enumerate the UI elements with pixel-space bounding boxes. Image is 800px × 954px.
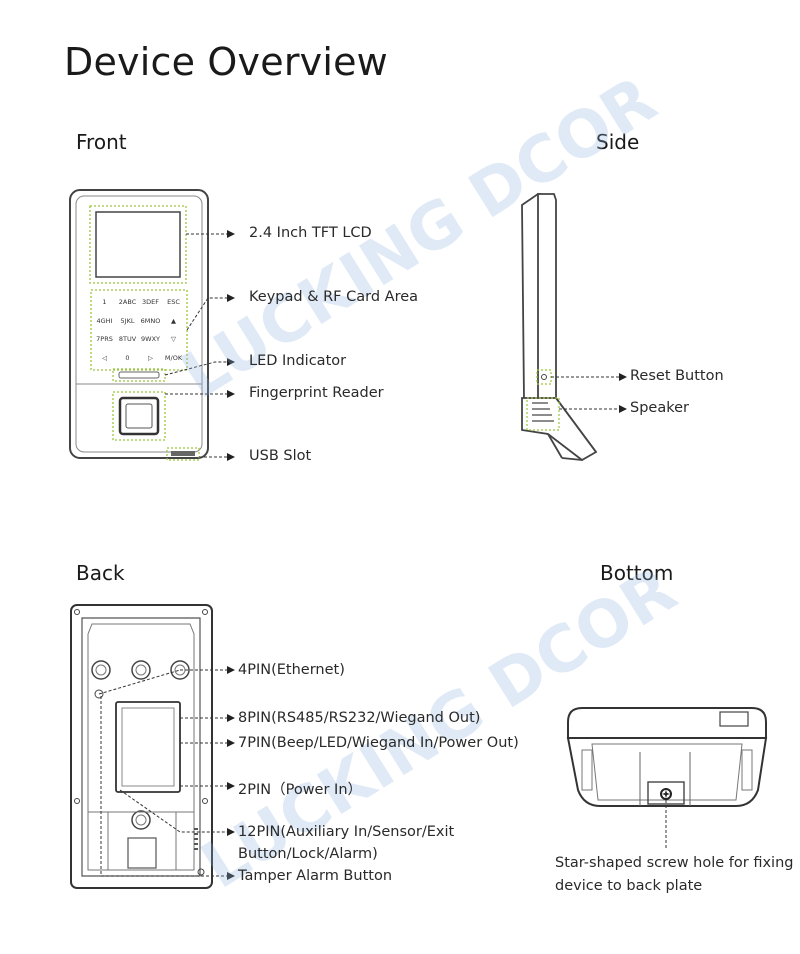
key: ESC: [167, 298, 180, 307]
key: 0: [125, 353, 130, 362]
key: 4GHI: [96, 316, 113, 325]
key: ▷: [148, 353, 153, 362]
section-title-bottom: Bottom: [600, 561, 674, 585]
label-4pin: 4PIN(Ethernet): [238, 662, 345, 678]
label-usb-slot: USB Slot: [249, 448, 312, 464]
key: 3DEF: [142, 298, 159, 307]
label-8pin: 8PIN(RS485/RS232/Wiegand Out): [238, 710, 481, 726]
bottom-caption-line2: device to back plate: [555, 878, 703, 894]
keypad: 1 2ABC 3DEF ESC 4GHI 5JKL 6MNO ▲ 7PRS 8T…: [93, 293, 185, 367]
label-keypad: Keypad & RF Card Area: [249, 289, 419, 305]
key: ◁: [102, 353, 107, 362]
label-12pin-line1: 12PIN(Auxiliary In/Sensor/Exit: [238, 824, 455, 840]
key: 9WXY: [141, 335, 160, 344]
label-tamper-alarm: Tamper Alarm Button: [238, 868, 393, 884]
bottom-caption-line1: Star-shaped screw hole for fixing: [555, 855, 794, 871]
key: ▽: [171, 335, 176, 344]
label-12pin-line2: Button/Lock/Alarm): [238, 846, 378, 862]
label-2pin: 2PIN（Power In）: [238, 782, 363, 798]
label-7pin: 7PIN(Beep/LED/Wiegand In/Power Out): [238, 735, 519, 751]
key: 8TUV: [118, 335, 137, 344]
section-title-front: Front: [76, 130, 127, 154]
label-fingerprint-reader: Fingerprint Reader: [249, 385, 384, 401]
section-title-side: Side: [596, 130, 640, 154]
label-led-indicator: LED Indicator: [249, 353, 347, 369]
page-title: Device Overview: [64, 40, 388, 84]
key: 7PRS: [96, 335, 113, 344]
key: M/OK: [164, 353, 183, 362]
label-lcd: 2.4 Inch TFT LCD: [249, 225, 372, 241]
side-device-drawing: [521, 193, 598, 462]
bottom-device-drawing: [566, 707, 768, 807]
section-title-back: Back: [76, 561, 125, 585]
front-device-drawing: [69, 189, 209, 461]
key: 1: [102, 298, 107, 307]
label-speaker: Speaker: [630, 400, 689, 416]
watermark-top: LUCKING DCOR: [169, 63, 669, 414]
key: 6MNO: [140, 316, 161, 325]
key: ▲: [171, 316, 176, 325]
back-device-drawing: [70, 604, 213, 889]
key: 2ABC: [118, 298, 137, 307]
label-reset-button: Reset Button: [630, 368, 724, 384]
key: 5JKL: [120, 316, 135, 325]
